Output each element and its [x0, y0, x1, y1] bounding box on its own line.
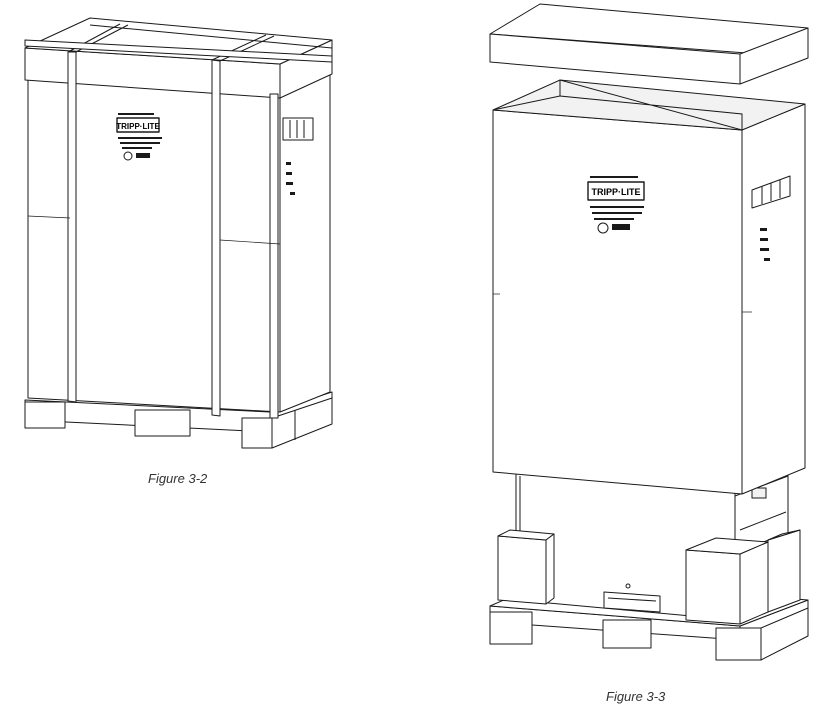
brand-logo-text: TRIPP·LITE	[116, 122, 160, 131]
figure-3-2-caption: Figure 3-2	[148, 471, 208, 486]
sleeve-brand-label: TRIPP·LITE	[587, 176, 645, 234]
carton-side	[279, 63, 331, 413]
carton-handling-icons	[282, 117, 314, 195]
carton-brand-label: TRIPP·LITE	[116, 113, 162, 161]
figure-3-2-crated-ups: TRIPP·LITE	[24, 17, 333, 449]
sleeve-handling-icons	[751, 175, 791, 261]
pallet-figure-3-2	[24, 391, 333, 449]
carton-lid	[489, 3, 809, 85]
foam-corner-blocks	[497, 529, 801, 625]
carton-sleeve	[492, 79, 806, 495]
figure-3-3-uncrated-ups: TRIPP·LITE	[489, 3, 809, 661]
carton-straps	[24, 23, 333, 419]
figure-3-3-caption: Figure 3-3	[606, 689, 666, 704]
brand-logo-text-2: TRIPP·LITE	[592, 187, 641, 197]
